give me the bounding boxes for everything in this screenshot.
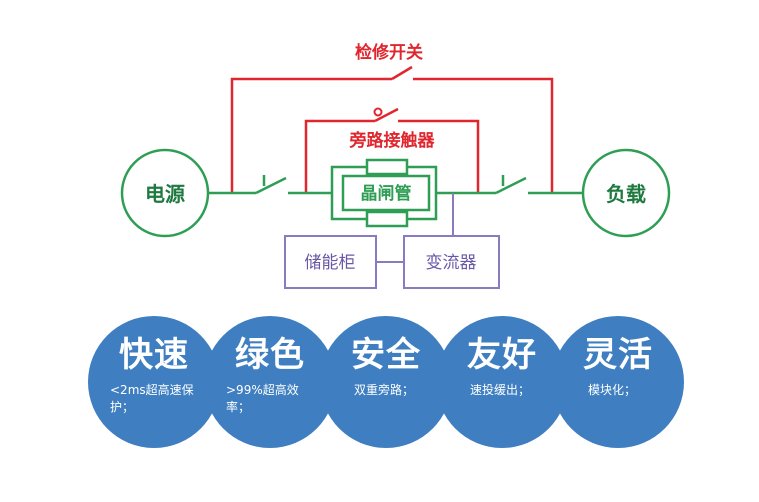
feature-friendly: 友好 速投缓出； — [436, 316, 568, 448]
feature-title: 灵活 — [583, 335, 653, 375]
converter-label: 变流器 — [426, 253, 477, 273]
power-source-label: 电源 — [145, 182, 185, 206]
storage-converter-path — [284, 193, 500, 289]
feature-green: 绿色 >99%超高效率； — [204, 316, 336, 448]
load-node — [581, 148, 671, 238]
power-source-node — [120, 148, 210, 238]
feature-title: 绿色 — [235, 335, 305, 375]
feature-title: 友好 — [467, 335, 537, 375]
thyristor-label: 晶闸管 — [361, 183, 412, 204]
feature-desc: 双重旁路； — [354, 383, 415, 397]
feature-desc: 速投缓出； — [470, 383, 531, 397]
feature-desc: >99%超高效率； — [226, 383, 299, 414]
maintenance-switch-path — [230, 65, 554, 193]
bypass-contactor-contact — [373, 107, 383, 117]
maintenance-switch-label: 检修开关 — [355, 42, 423, 63]
feature-title: 快速 — [119, 335, 189, 375]
feature-title: 安全 — [351, 335, 421, 375]
feature-desc: <2ms超高速保护； — [110, 383, 194, 414]
main-line — [208, 175, 583, 195]
feature-flexible: 灵活 模块化； — [552, 316, 684, 448]
thyristor-block — [330, 158, 438, 228]
feature-fast: 快速 <2ms超高速保护； — [88, 316, 220, 448]
bypass-contactor-path — [304, 107, 480, 193]
circuit-diagram: 检修开关 旁路接触器 晶闸管 电源 负载 储能柜 — [120, 42, 671, 289]
bypass-contactor-label: 旁路接触器 — [349, 130, 436, 151]
energy-storage-label: 储能柜 — [305, 253, 356, 273]
feature-desc: 模块化； — [588, 383, 637, 397]
feature-safe: 安全 双重旁路； — [320, 316, 452, 448]
load-label: 负载 — [606, 182, 646, 206]
